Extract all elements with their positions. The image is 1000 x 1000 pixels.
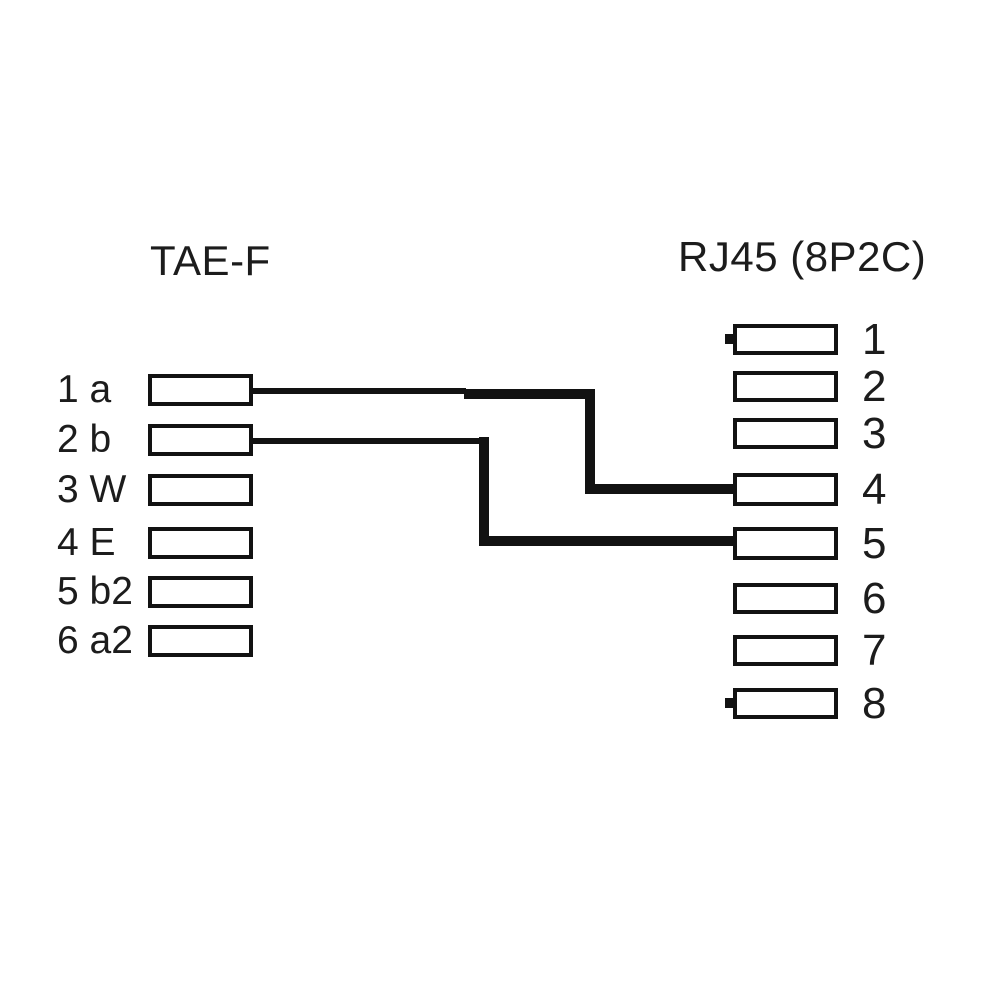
rj45-pin-box-3 (733, 418, 838, 449)
tae-pin-label-3: 3 W (57, 468, 127, 511)
rj45-pin-number-3: 3 (862, 409, 887, 458)
tae-pin-box-6 (148, 625, 253, 657)
tae-pin-box-4 (148, 527, 253, 559)
rj45-pin-number-8: 8 (862, 679, 887, 728)
rj45-pin-number-5: 5 (862, 519, 887, 568)
rj45-pin-number-6: 6 (862, 574, 887, 623)
wire-tae1a-to-rj45-4 (253, 388, 733, 494)
rj45-pin-number-7: 7 (862, 626, 887, 675)
tae-pin-box-5 (148, 576, 253, 608)
rj45-connector-title: RJ45 (8P2C) (678, 233, 927, 280)
tae-pin-box-1 (148, 374, 253, 406)
rj45-pin-number-1: 1 (862, 315, 887, 364)
rj45-pin-number-4: 4 (862, 465, 887, 514)
tae-pin-label-5: 5 b2 (57, 570, 133, 613)
tae-pin-box-3 (148, 474, 253, 506)
rj45-pin8-contact-nub (725, 698, 734, 708)
tae-pin-label-2: 2 b (57, 418, 112, 461)
tae-pin-label-6: 6 a2 (57, 619, 133, 662)
rj45-pin-box-4 (733, 473, 838, 506)
rj45-pin-box-1 (733, 324, 838, 355)
rj45-pin-box-7 (733, 635, 838, 666)
wire-tae2b-to-rj45-5 (253, 437, 733, 546)
rj45-pin-box-8 (733, 688, 838, 719)
rj45-pin-number-2: 2 (862, 362, 887, 411)
rj45-pin1-contact-nub (725, 334, 734, 344)
tae-pin-label-4: 4 E (57, 521, 116, 564)
tae-pin-label-1: 1 a (57, 368, 112, 411)
tae-connector-title: TAE-F (150, 237, 271, 284)
rj45-pin-box-2 (733, 371, 838, 402)
tae-pin-box-2 (148, 424, 253, 456)
rj45-pin-box-6 (733, 583, 838, 614)
rj45-pin-box-5 (733, 527, 838, 560)
